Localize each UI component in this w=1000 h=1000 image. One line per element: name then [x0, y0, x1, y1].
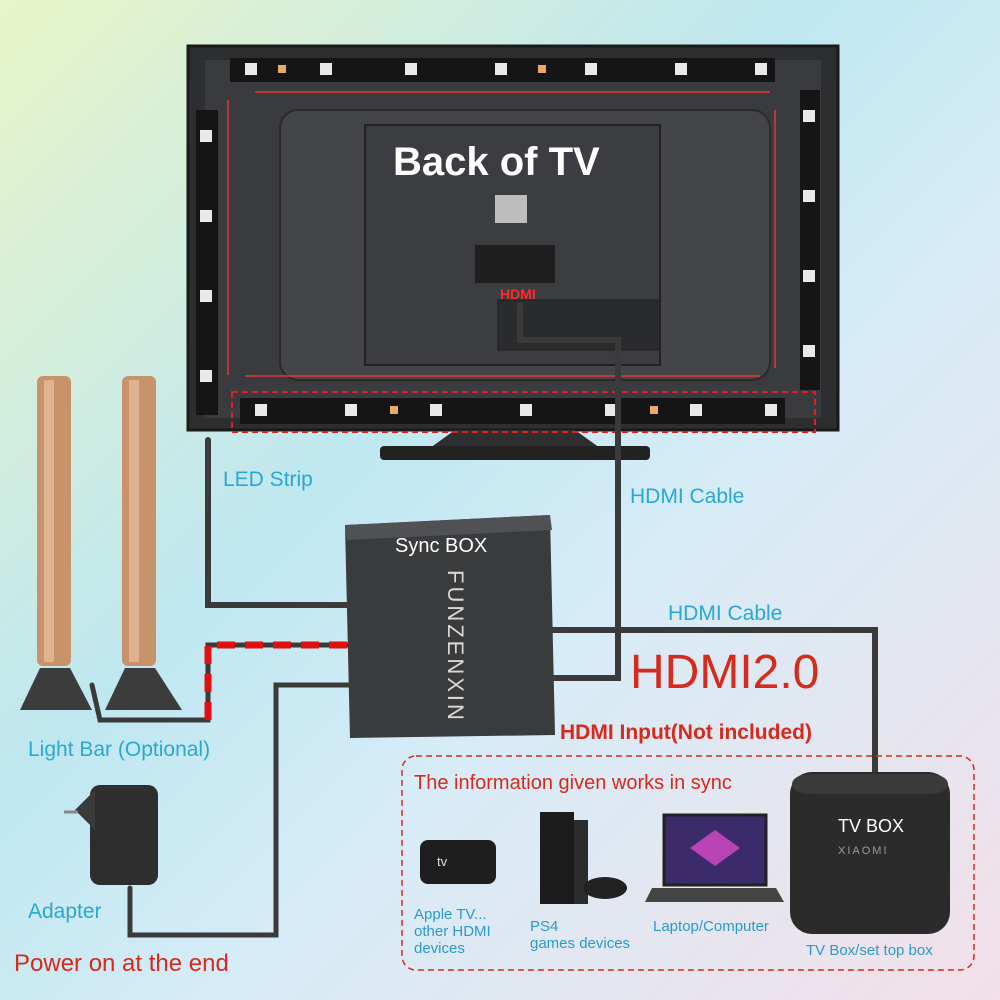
devices-heading: The information given works in sync: [414, 772, 732, 794]
hdmi-input-label: HDMI Input(Not included): [560, 721, 812, 744]
tv-title: Back of TV: [393, 140, 600, 184]
adapter-label: Adapter: [28, 900, 102, 923]
devices-panel-frame: [401, 755, 975, 971]
hdmi-cable-label-right: HDMI Cable: [668, 602, 783, 625]
tv-box-title: TV BOX: [838, 816, 905, 836]
hdmi-cable-label-top: HDMI Cable: [630, 485, 745, 508]
hdmi-port-label: HDMI: [500, 286, 536, 302]
laptop-icon: [645, 813, 784, 902]
light-bar-label: Light Bar (Optional): [28, 738, 211, 761]
light-bar: [20, 376, 182, 710]
tv-back: [186, 44, 840, 460]
power-label: Power on at the end: [14, 950, 229, 977]
tv-box-icon: [790, 772, 950, 934]
led-strip: [196, 58, 820, 424]
device-label-tv-box: TV Box/set top box: [806, 942, 933, 959]
sync-box: [345, 515, 555, 738]
device-label-laptop: Laptop/Computer: [653, 918, 769, 935]
device-label-apple-tv: Apple TV... other HDMI devices: [414, 906, 491, 957]
apple-tv-icon: tv: [420, 840, 496, 884]
led-strip-label: LED Strip: [223, 468, 313, 491]
svg-text:tv: tv: [437, 854, 448, 869]
device-label-ps4: PS4 games devices: [530, 918, 631, 952]
sync-box-brand: FUNZENXIN: [443, 570, 468, 723]
tv-box-brand: XIAOMI: [838, 845, 889, 857]
adapter: [64, 785, 158, 885]
ps4-icon: [540, 812, 627, 904]
sync-box-title: Sync BOX: [395, 535, 488, 557]
cables: [89, 302, 878, 938]
hdmi-version-label: HDMI2.0: [630, 646, 820, 699]
